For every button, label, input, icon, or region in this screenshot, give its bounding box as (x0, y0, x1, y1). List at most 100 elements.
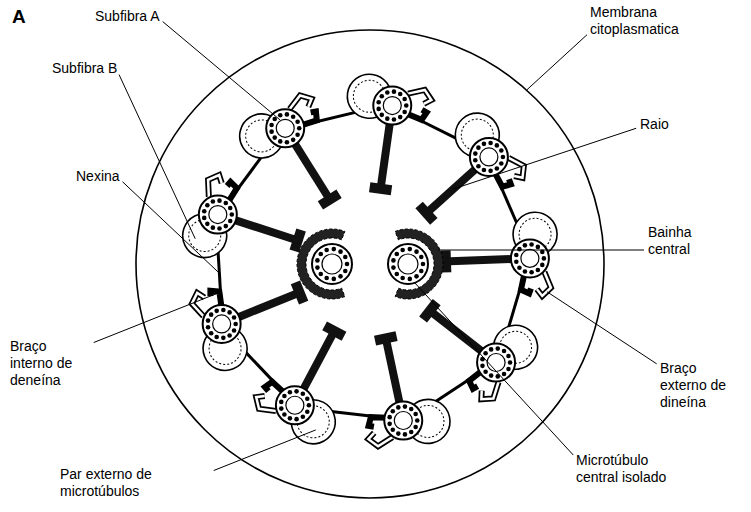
protofilament (214, 335, 219, 340)
protofilament (301, 391, 306, 396)
part-label: Braço interno de deneína (10, 338, 90, 389)
tubule-wall (266, 109, 304, 147)
protofilament (403, 432, 408, 437)
protofilament (295, 120, 300, 125)
protofilament (202, 209, 207, 214)
protofilament (499, 161, 504, 166)
protofilament (211, 225, 216, 230)
protofilament (421, 262, 426, 267)
radial-spoke (381, 123, 390, 184)
protofilament (482, 142, 487, 147)
protofilament (408, 247, 413, 252)
protofilament (217, 226, 222, 231)
protofilament (376, 107, 381, 112)
protofilament (279, 406, 284, 411)
spoke-head (322, 322, 346, 341)
tubule-lumen (276, 119, 294, 137)
protofilament (206, 318, 211, 323)
tubule-lumen (487, 354, 505, 372)
inner-dynein-arm (264, 380, 286, 398)
tubule-lumen (213, 315, 231, 333)
tubule-lumen (521, 249, 539, 267)
protofilament (390, 409, 395, 414)
protofilament (315, 265, 320, 270)
protofilament (476, 145, 481, 150)
protofilament (307, 403, 312, 408)
protofilament (517, 265, 522, 270)
protofilament (483, 369, 488, 374)
tubule-wall (276, 386, 314, 424)
spoke-head (415, 202, 437, 225)
protofilament (502, 372, 507, 377)
protofilament (402, 110, 407, 115)
protofilament (499, 148, 504, 153)
protofilament (278, 139, 283, 144)
protofilament (294, 417, 299, 422)
protofilament (506, 354, 511, 359)
leader-line (414, 282, 573, 455)
tubule-wall (373, 87, 411, 125)
outer-doublet (460, 316, 546, 409)
radial-spoke (429, 169, 475, 210)
part-label: Subfibra B (52, 60, 117, 77)
radial-spoke (295, 144, 328, 197)
part-label: Par externo de microtúbulos (60, 466, 210, 500)
protofilament (403, 404, 408, 409)
tubule-lumen (209, 206, 227, 224)
leader-line (94, 293, 218, 342)
protofilament (294, 389, 299, 394)
radial-spoke (450, 259, 512, 261)
leader-line (214, 430, 316, 471)
protofilament (232, 328, 237, 333)
tubule-wall (312, 244, 352, 284)
protofilament (209, 312, 214, 317)
protofilament (217, 198, 222, 203)
part-label: Braço externo de dineína (660, 360, 740, 411)
panel-letter: A (12, 6, 26, 28)
protofilament (272, 135, 277, 140)
protofilament (205, 203, 210, 208)
protofilament (495, 346, 500, 351)
protofilament (540, 263, 545, 268)
protofilament (228, 206, 233, 211)
radial-spoke (235, 220, 294, 239)
part-label: Membrana citoplasmatica (590, 4, 730, 38)
protofilament (305, 396, 310, 401)
tubule-lumen (480, 148, 498, 166)
protofilament (285, 140, 290, 145)
protofilament (221, 336, 226, 341)
tubule-wall (384, 402, 422, 440)
protofilament (394, 252, 399, 257)
protofilament (414, 249, 419, 254)
protofilament (523, 243, 528, 248)
protofilament (489, 373, 494, 378)
tubule-wall (199, 196, 237, 234)
protofilament (227, 333, 232, 338)
protofilament (343, 269, 348, 274)
protofilament (394, 272, 399, 277)
tubule-lumen (394, 412, 412, 430)
protofilament (315, 258, 320, 263)
central-microtubule (388, 244, 428, 284)
protofilament (476, 164, 481, 169)
subfiber-a (276, 386, 314, 424)
protofilament (232, 315, 237, 320)
protofilament (404, 103, 409, 108)
protofilament (288, 390, 293, 395)
radial-spoke (303, 335, 332, 390)
protofilament (385, 116, 390, 121)
subfiber-a (199, 196, 237, 234)
protofilament (502, 349, 507, 354)
tubule-lumen (398, 254, 418, 274)
protofilament (301, 414, 306, 419)
protofilament (506, 367, 511, 372)
protofilament (211, 199, 216, 204)
protofilament (473, 151, 478, 156)
protofilament (400, 276, 405, 281)
protofilament (488, 141, 493, 146)
protofilament (495, 166, 500, 171)
radial-spoke (387, 342, 400, 403)
protofilament (379, 113, 384, 118)
protofilament (409, 407, 414, 412)
